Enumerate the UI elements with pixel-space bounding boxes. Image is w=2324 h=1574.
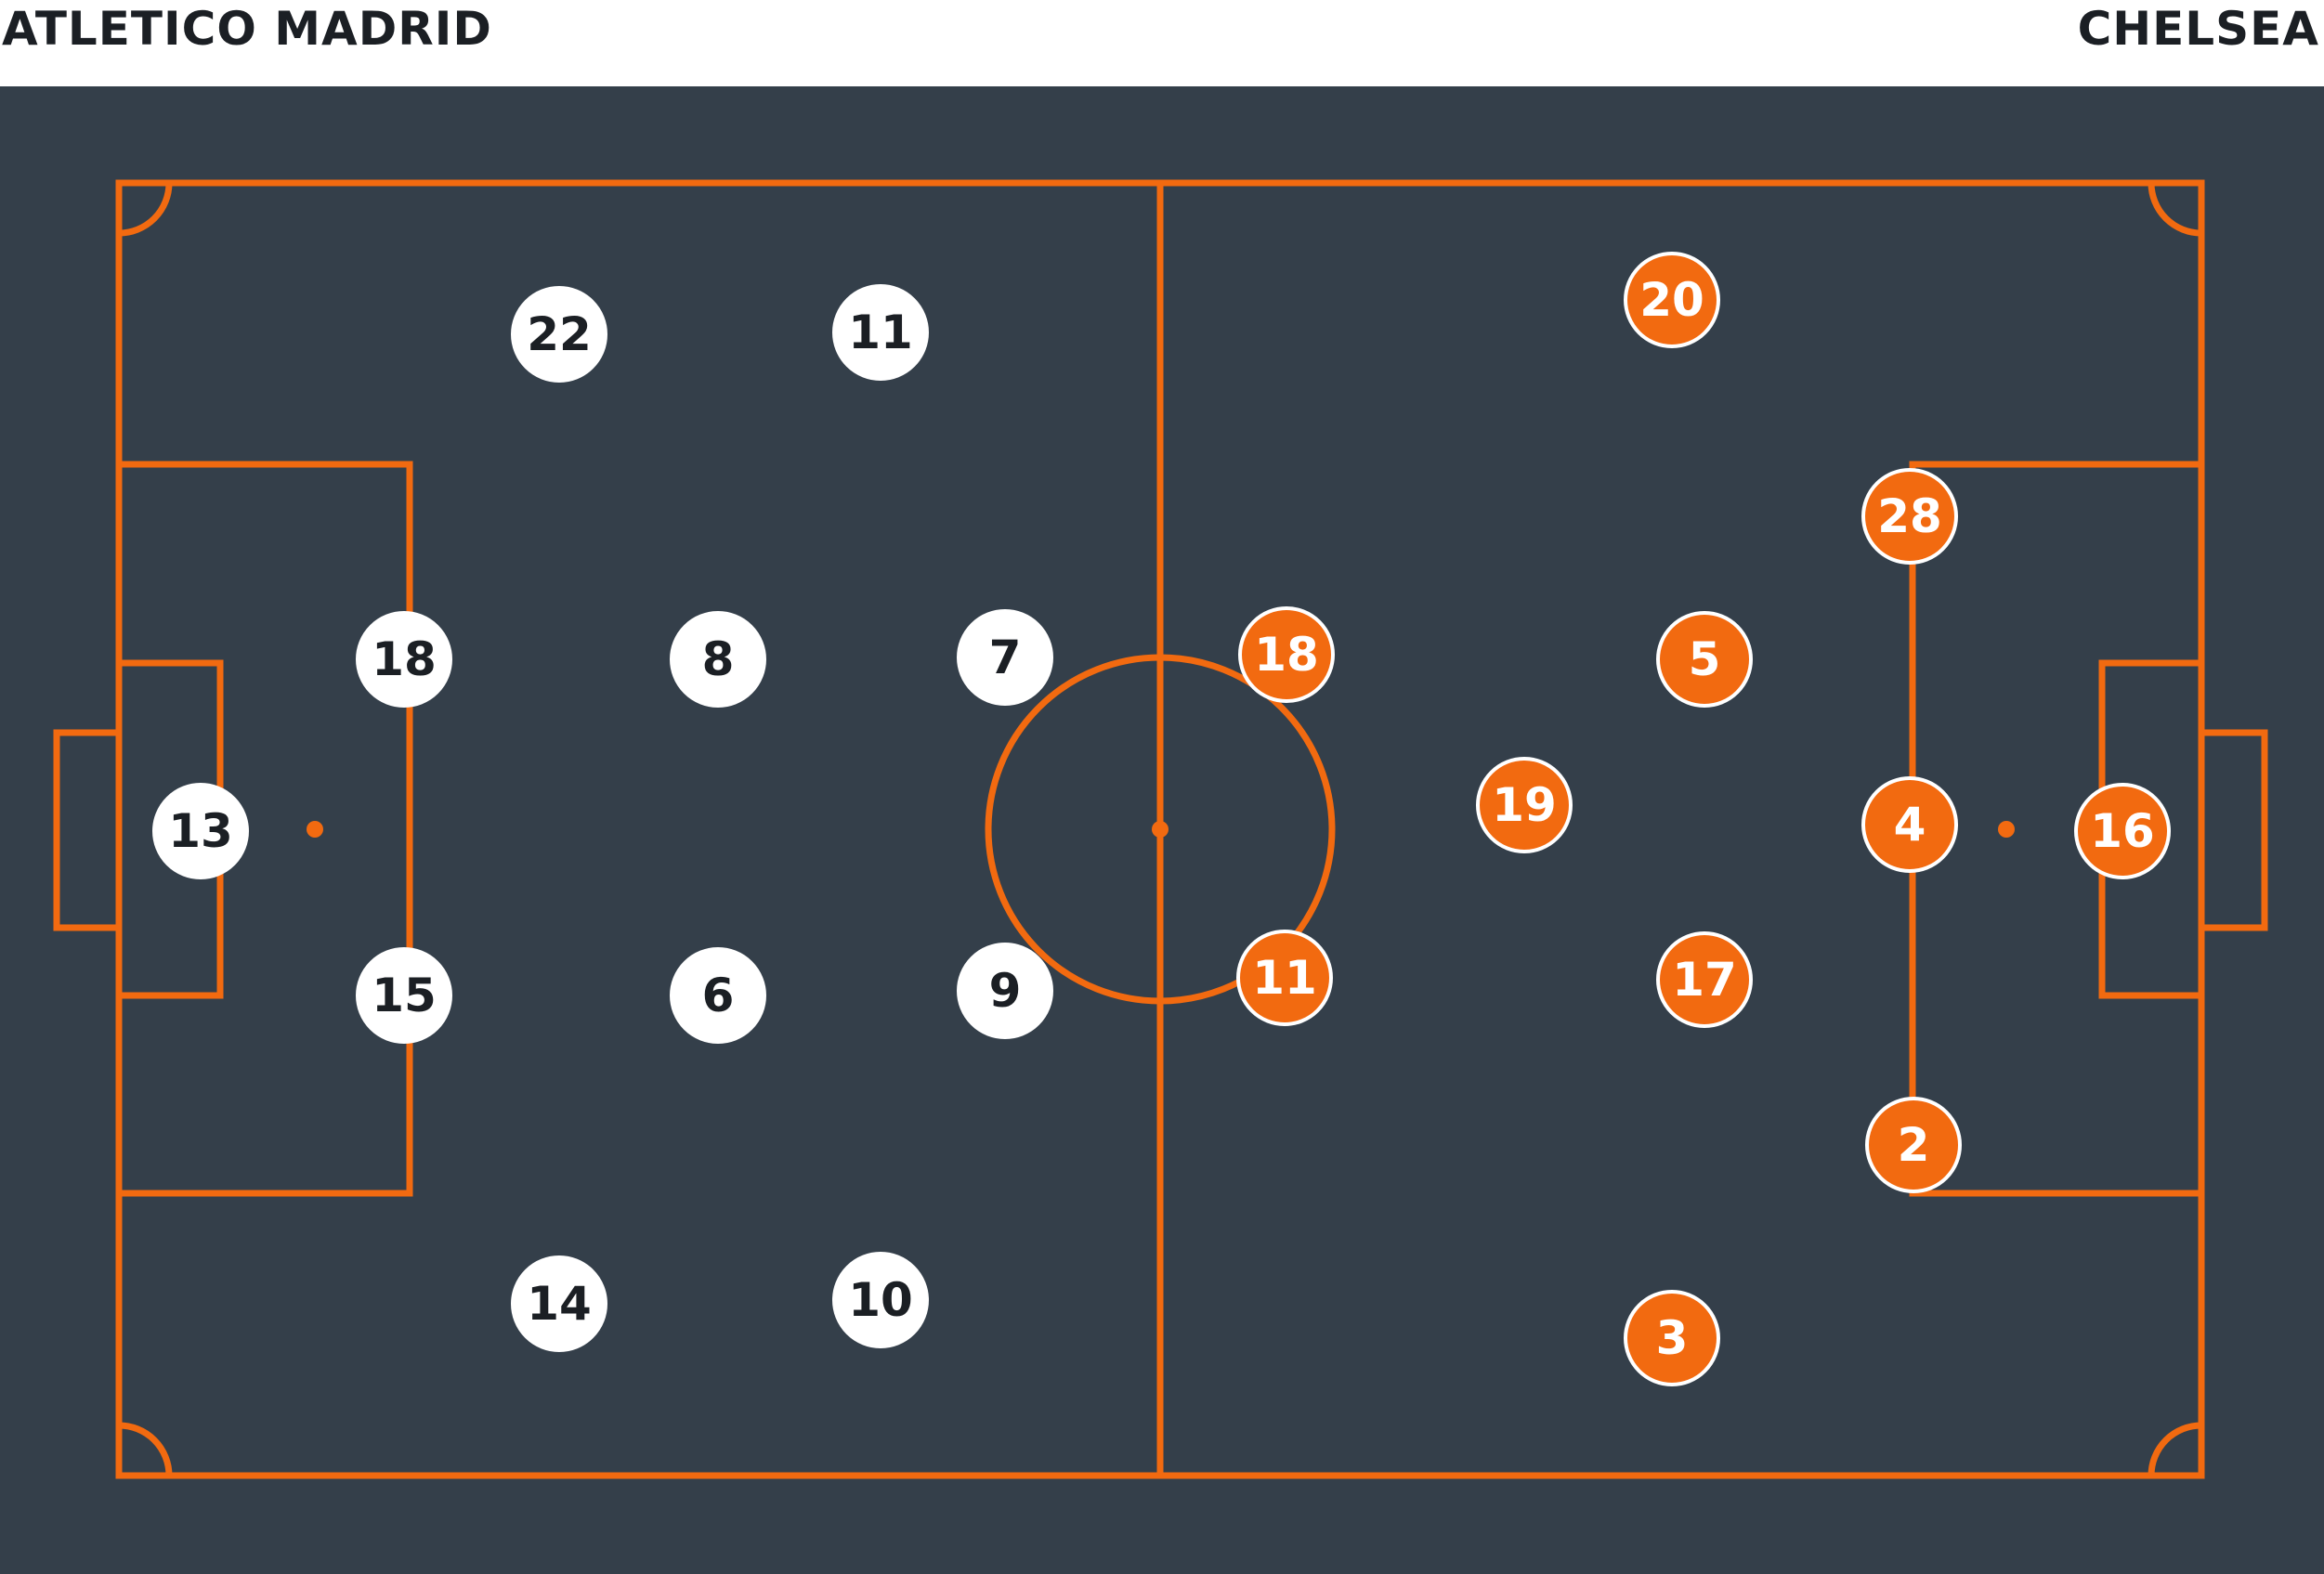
home-player-9: 9 [957,943,1053,1039]
right-penalty-spot [1998,821,2015,838]
corner-arc-bottom-right [2148,1422,2202,1476]
home-player-11: 11 [832,284,929,381]
player-marker [2074,783,2171,879]
home-player-15: 15 [356,947,452,1044]
player-marker [1861,776,1958,873]
player-marker [511,1255,607,1352]
player-marker [1238,606,1335,703]
home-team-name: ATLETICO MADRID [2,2,492,56]
home-player-7: 7 [957,609,1053,706]
home-player-14: 14 [511,1255,607,1352]
player-number: 2 [1898,1118,1930,1172]
player-marker [1236,930,1333,1026]
player-number: 14 [527,1277,592,1331]
home-player-8: 8 [670,611,766,708]
left-penalty-spot [307,821,323,838]
center-circle [985,654,1336,1005]
player-number: 7 [989,631,1022,684]
player-marker [1656,931,1753,1028]
player-number: 20 [1639,273,1704,327]
player-number: 15 [372,969,437,1022]
player-number: 9 [989,964,1022,1018]
player-marker [957,943,1053,1039]
player-number: 13 [168,804,233,858]
player-marker [356,611,452,708]
away-player-17: 17 [1656,931,1753,1028]
player-marker [511,286,607,383]
player-number: 18 [372,632,437,686]
player-marker [1476,757,1573,853]
player-number: 28 [1877,489,1942,543]
player-number: 6 [702,969,735,1022]
right-goal [2198,729,2268,931]
away-player-4: 4 [1861,776,1958,873]
player-marker [957,609,1053,706]
player-marker [1624,1290,1720,1386]
home-player-13: 13 [152,783,249,879]
player-marker [152,783,249,879]
player-number: 17 [1672,953,1737,1007]
player-marker [670,947,766,1044]
away-player-18: 18 [1238,606,1335,703]
player-number: 4 [1894,798,1926,852]
corner-arc-top-right [2148,182,2202,237]
away-player-19: 19 [1476,757,1573,853]
player-number: 22 [527,307,592,361]
home-player-22: 22 [511,286,607,383]
away-player-3: 3 [1624,1290,1720,1386]
away-player-11: 11 [1236,930,1333,1026]
player-number: 16 [2090,804,2155,858]
player-number: 10 [848,1273,913,1327]
home-player-18: 18 [356,611,452,708]
player-marker [832,1252,929,1348]
away-team-name: CHELSEA [2077,2,2319,56]
corner-arc-top-left [118,182,173,237]
away-player-16: 16 [2074,783,2171,879]
home-player-6: 6 [670,947,766,1044]
player-number: 18 [1254,628,1319,682]
away-player-5: 5 [1656,611,1753,708]
player-number: 3 [1656,1311,1689,1365]
player-number: 11 [848,306,913,359]
pitch-markings [53,179,2268,1479]
corner-arc-bottom-left [118,1422,173,1476]
player-number: 11 [1252,951,1317,1005]
away-player-2: 2 [1865,1097,1962,1193]
player-number: 8 [702,632,735,686]
player-number: 19 [1492,778,1557,832]
player-marker [1656,611,1753,708]
away-player-28: 28 [1861,468,1958,565]
center-spot [1152,821,1169,838]
player-marker [1624,252,1720,348]
left-goal [53,729,123,931]
players-layer: 13 18 15 22 14 8 6 11 10 7 9 16 4 28 2 5 17 20 3 19 18 11 [152,252,2171,1386]
home-player-10: 10 [832,1252,929,1348]
player-marker [1865,1097,1962,1193]
away-player-20: 20 [1624,252,1720,348]
player-marker [670,611,766,708]
player-number: 5 [1689,632,1721,686]
player-marker [1861,468,1958,565]
player-marker [356,947,452,1044]
player-marker [832,284,929,381]
